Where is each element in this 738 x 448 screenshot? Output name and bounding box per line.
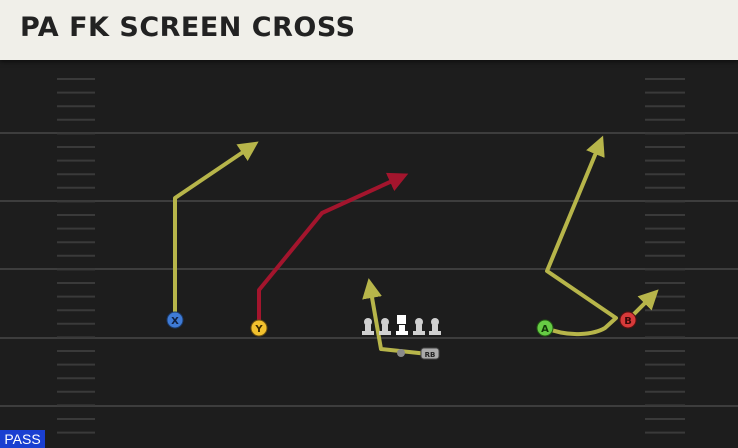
play-mode-badge: PASS xyxy=(0,430,45,448)
hash-marks-right xyxy=(645,78,685,434)
play-field: RB X Y A B xyxy=(0,60,738,448)
lineman xyxy=(362,318,374,335)
rb-label: RB xyxy=(425,351,436,359)
lineman xyxy=(379,318,391,335)
route-y xyxy=(257,172,409,328)
a-button-icon[interactable]: A xyxy=(536,319,554,337)
lineman xyxy=(429,318,441,335)
y-button-icon[interactable]: Y xyxy=(250,319,268,337)
route-rb xyxy=(362,278,430,356)
routes xyxy=(173,135,659,356)
field-background xyxy=(0,60,738,448)
hash-marks-left xyxy=(57,78,95,434)
a-label: A xyxy=(541,324,549,335)
y-label: Y xyxy=(254,324,263,335)
route-a xyxy=(544,135,618,336)
b-button-icon[interactable]: B xyxy=(619,311,637,329)
play-title-bar: PA FK SCREEN CROSS xyxy=(0,0,738,60)
x-label: X xyxy=(171,316,179,327)
rb-button-icon[interactable]: RB xyxy=(420,347,440,360)
quarterback-marker xyxy=(397,349,405,357)
x-button-icon[interactable]: X xyxy=(166,311,184,329)
b-label: B xyxy=(624,316,632,327)
yard-lines xyxy=(0,132,738,407)
offensive-line xyxy=(362,315,441,335)
play-title: PA FK SCREEN CROSS xyxy=(20,12,356,43)
play-diagram: RB X Y A B xyxy=(0,60,738,448)
center xyxy=(396,315,408,335)
route-x xyxy=(173,141,259,320)
lineman xyxy=(413,318,425,335)
